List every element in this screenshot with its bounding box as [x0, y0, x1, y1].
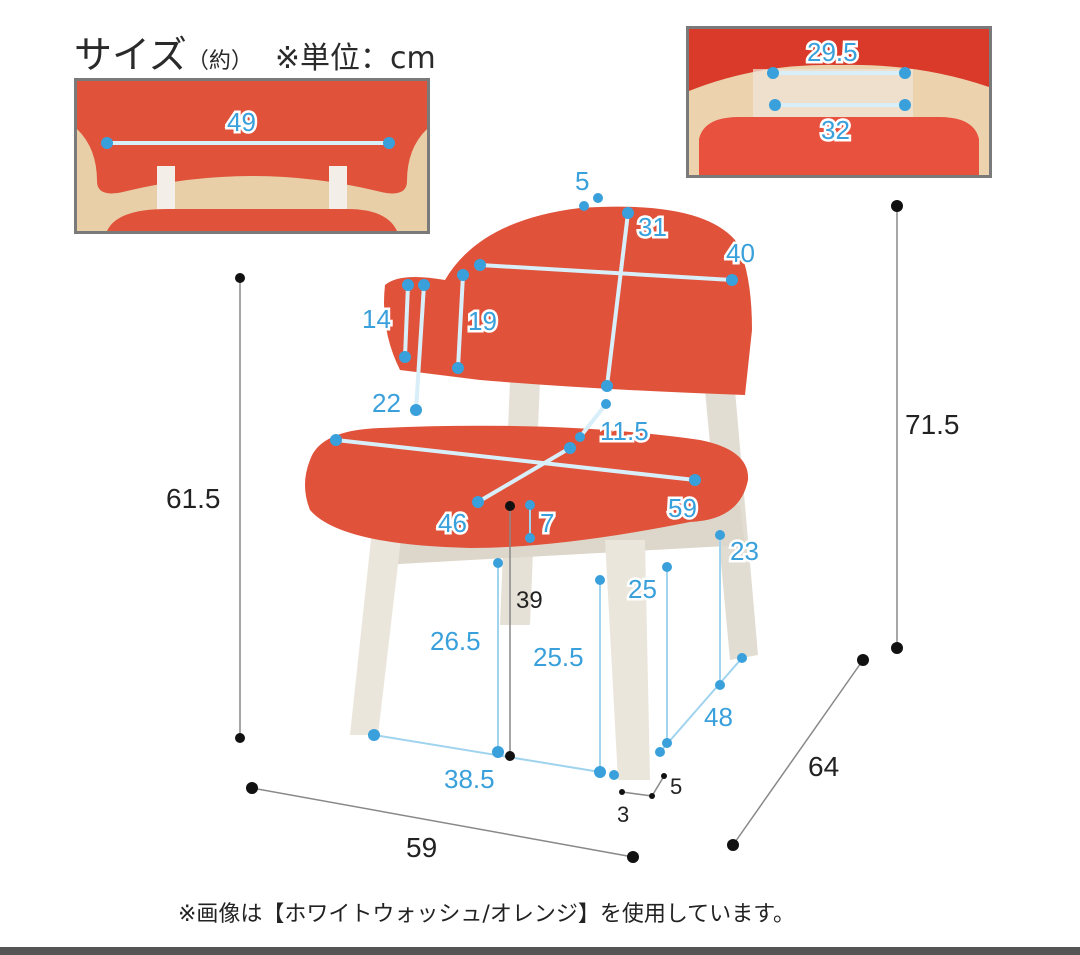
dim-backrest-width: 40: [726, 238, 755, 268]
dim-seat-height: 39: [516, 587, 543, 614]
page-title: サイズ（約） ※単位：cm: [74, 24, 436, 79]
inset-back-support: 29.5 32: [686, 26, 992, 178]
dim-leg-span-front: 38.5: [444, 764, 495, 794]
dim-back-gap: 11.5: [600, 416, 649, 446]
dim-leg-width: 3: [617, 802, 629, 827]
dim-seat-width: 59: [668, 493, 697, 523]
approx-label: （約）: [186, 49, 253, 74]
dim-total-depth: 64: [808, 751, 839, 782]
inset-backrest-width: 49: [74, 78, 430, 234]
dim-total-width: 59: [406, 832, 437, 863]
dim-seat-thickness: 7: [540, 508, 554, 538]
unit-label: ※単位：cm: [274, 41, 436, 76]
dim-leg-span-side: 48: [704, 702, 733, 732]
dim-side-leg-height: 25: [628, 574, 657, 604]
inset-support-illustration: 29.5 32: [689, 29, 989, 175]
dim-backrest-height: 31: [638, 212, 667, 242]
bottom-divider: [0, 947, 1080, 955]
dim-total-height: 71.5: [905, 409, 960, 440]
dim-front-leg-left: 26.5: [430, 626, 481, 656]
dim-leg-depth: 5: [670, 774, 682, 799]
dim-backrest-thickness: 5: [575, 166, 589, 196]
dim-arm-to-seat: 22: [372, 388, 401, 418]
inset-backrest-illustration: 49: [77, 81, 427, 231]
dim-seat-depth: 46: [438, 508, 467, 538]
dim-armrest-right: 19: [468, 306, 497, 336]
dim-front-leg-right: 25.5: [533, 642, 584, 672]
dim-backrest-inner-width: 49: [227, 107, 256, 137]
dim-rear-clearance: 23: [730, 536, 759, 566]
dim-support-bottom: 32: [821, 115, 850, 145]
size-title: サイズ: [74, 33, 187, 77]
footer-note: ※画像は【ホワイトウォッシュ/オレンジ】を使用しています。: [178, 902, 795, 927]
dim-arm-height-total: 61.5: [166, 483, 221, 514]
dim-support-top: 29.5: [807, 37, 858, 67]
dim-armrest-left: 14: [362, 304, 391, 334]
